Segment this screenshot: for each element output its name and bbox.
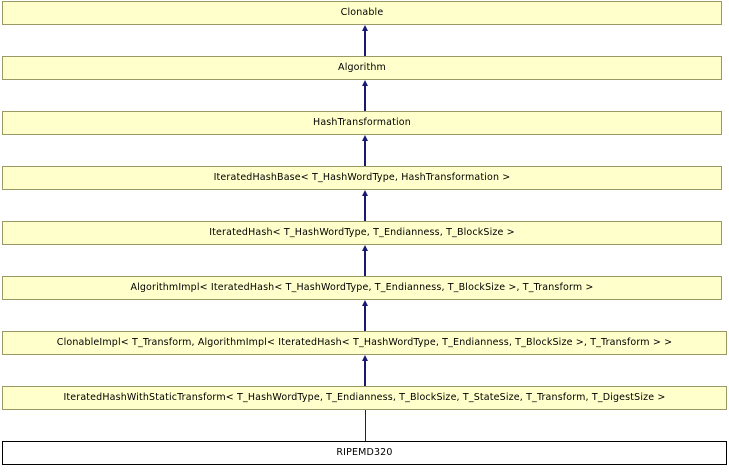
class-node-algorithm[interactable]: Algorithm (2, 56, 722, 80)
class-node-label: IteratedHashWithStaticTransform< T_HashW… (63, 392, 666, 403)
class-node-label: Algorithm (338, 62, 386, 73)
inheritance-edge (364, 361, 366, 386)
inheritance-arrowhead-icon (361, 355, 368, 361)
inheritance-arrowhead-icon (361, 25, 368, 31)
class-node-label: HashTransformation (313, 117, 411, 128)
class-node-label: AlgorithmImpl< IteratedHash< T_HashWordT… (130, 282, 594, 293)
class-node-ripemd320[interactable]: RIPEMD320 (2, 441, 727, 465)
inheritance-edge (364, 306, 366, 331)
inheritance-arrowhead-icon (361, 135, 368, 141)
inheritance-edge (364, 141, 366, 166)
class-node-label: IteratedHashBase< T_HashWordType, HashTr… (213, 172, 511, 183)
inheritance-edge (364, 196, 366, 221)
class-node-clonable-impl[interactable]: ClonableImpl< T_Transform, AlgorithmImpl… (2, 331, 727, 355)
class-node-label: Clonable (340, 7, 384, 18)
inheritance-edge (365, 410, 366, 441)
inheritance-edge (364, 251, 366, 276)
class-node-label: RIPEMD320 (336, 447, 393, 458)
class-node-iterated-hash[interactable]: IteratedHash< T_HashWordType, T_Endianne… (2, 221, 722, 245)
class-node-iterated-hash-with-static-transform[interactable]: IteratedHashWithStaticTransform< T_HashW… (2, 386, 727, 410)
inheritance-edge (364, 31, 366, 56)
inheritance-arrowhead-icon (361, 300, 368, 306)
class-node-label: ClonableImpl< T_Transform, AlgorithmImpl… (56, 337, 673, 348)
class-node-algorithm-impl[interactable]: AlgorithmImpl< IteratedHash< T_HashWordT… (2, 276, 722, 300)
class-node-label: IteratedHash< T_HashWordType, T_Endianne… (209, 227, 515, 238)
inheritance-edge (364, 86, 366, 111)
class-node-iterated-hash-base[interactable]: IteratedHashBase< T_HashWordType, HashTr… (2, 166, 722, 190)
inheritance-arrowhead-icon (361, 245, 368, 251)
class-node-hash-transformation[interactable]: HashTransformation (2, 111, 722, 135)
class-node-clonable[interactable]: Clonable (2, 1, 722, 25)
inheritance-arrowhead-icon (361, 190, 368, 196)
inheritance-arrowhead-icon (361, 80, 368, 86)
